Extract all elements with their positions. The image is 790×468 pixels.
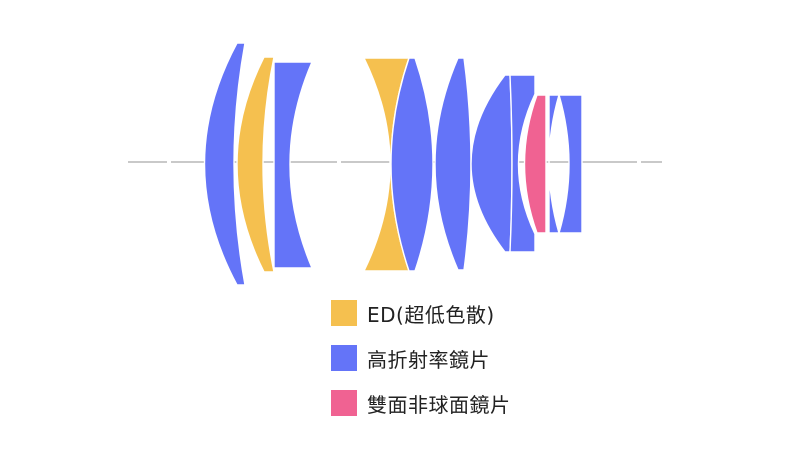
lens-element-6 <box>434 57 472 271</box>
lens-element-3 <box>273 61 313 269</box>
legend-item-ed: ED(超低色散) <box>331 300 511 327</box>
legend-item-aspherical: 雙面非球面鏡片 <box>331 390 511 417</box>
legend-swatch-high-index <box>331 345 357 371</box>
legend-label-ed: ED(超低色散) <box>367 302 495 327</box>
legend-item-high-index: 高折射率鏡片 <box>331 345 511 372</box>
lens-construction-diagram <box>128 42 662 286</box>
lens-element-11 <box>558 94 583 234</box>
legend-swatch-aspherical <box>331 390 357 416</box>
lens-element-10 <box>548 94 560 234</box>
legend-swatch-ed <box>331 300 357 326</box>
legend-label-high-index: 高折射率鏡片 <box>367 347 490 372</box>
legend-label-aspherical: 雙面非球面鏡片 <box>367 392 511 417</box>
lens-element-5 <box>390 57 434 272</box>
lens-elements <box>203 42 583 286</box>
legend: ED(超低色散) 高折射率鏡片 雙面非球面鏡片 <box>331 300 511 435</box>
lens-element-7 <box>470 74 513 253</box>
lens-element-8 <box>509 74 536 253</box>
lens-element-2-ed <box>236 56 275 273</box>
lens-element-9-aspherical <box>523 94 547 234</box>
lens-element-1 <box>203 42 246 286</box>
